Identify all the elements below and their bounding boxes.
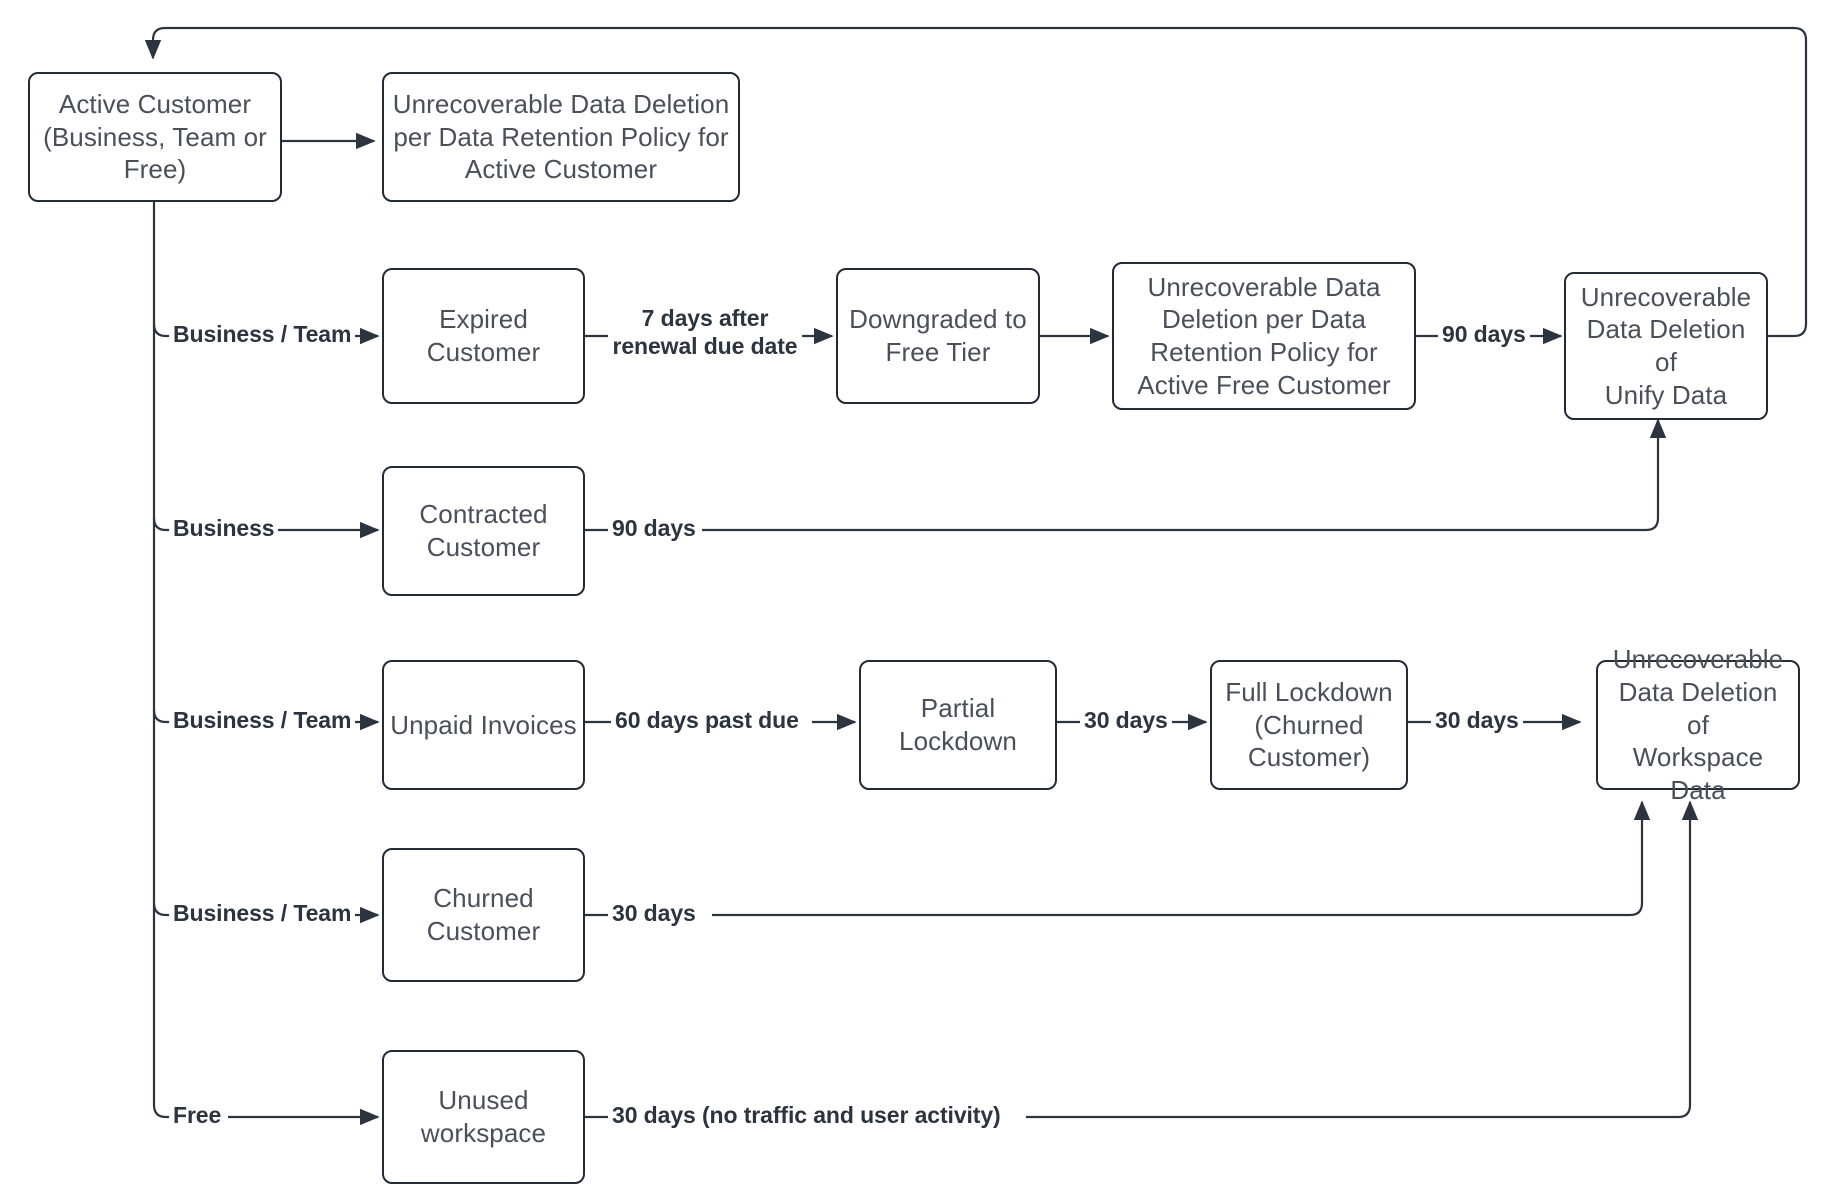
edge-label-unpaid-to-partial: 60 days past due bbox=[611, 707, 803, 734]
edge-label-branch-contracted: Business bbox=[169, 515, 279, 542]
edge-unused-to-workspace-arrow bbox=[1026, 800, 1699, 1119]
node-label: Unrecoverable Data Deletion of Workspace… bbox=[1612, 644, 1784, 806]
edge-churned-to-workspace-arrow bbox=[712, 800, 1651, 917]
edge-contracted-to-unify-arrow bbox=[702, 418, 1667, 532]
edge-spine bbox=[152, 202, 178, 1119]
node-label: Unpaid Invoices bbox=[390, 709, 577, 740]
edge-label-line-2: renewal due date bbox=[612, 333, 798, 360]
edge-label-line-1: 7 days after bbox=[641, 305, 769, 331]
node-unused-workspace[interactable]: Unused workspace bbox=[382, 1050, 585, 1184]
node-unpaid-invoices[interactable]: Unpaid Invoices bbox=[382, 660, 585, 790]
edge-label-full-to-workspace: 30 days bbox=[1431, 707, 1523, 734]
edge-label-expired-to-downgraded: 7 days after renewal due date bbox=[608, 304, 802, 361]
node-label: Expired Customer bbox=[426, 304, 541, 367]
edge-label-branch-expired: Business / Team bbox=[169, 321, 356, 348]
edge-label-churned-to-workspace: 30 days bbox=[608, 900, 700, 927]
node-label: Churned Customer bbox=[426, 883, 541, 946]
node-label: Contracted Customer bbox=[419, 499, 548, 562]
edge-label-branch-unpaid: Business / Team bbox=[169, 707, 356, 734]
node-full-lockdown-churned-customer[interactable]: Full Lockdown (Churned Customer) bbox=[1210, 660, 1408, 790]
edge-branch-unpaid bbox=[152, 709, 178, 724]
edge-label-branch-churned: Business / Team bbox=[169, 900, 356, 927]
node-label: Unused workspace bbox=[420, 1085, 547, 1148]
node-label: Unrecoverable Data Deletion of Unify Dat… bbox=[1580, 281, 1752, 410]
node-label: Downgraded to Free Tier bbox=[849, 304, 1027, 367]
edge-label-branch-unused: Free bbox=[169, 1102, 226, 1129]
edge-label-unused-to-workspace: 30 days (no traffic and user activity) bbox=[608, 1102, 1005, 1129]
node-downgraded-to-free-tier[interactable]: Downgraded to Free Tier bbox=[836, 268, 1040, 404]
node-unrecoverable-deletion-unify-data[interactable]: Unrecoverable Data Deletion of Unify Dat… bbox=[1564, 272, 1768, 420]
node-unrecoverable-deletion-active-free-customer[interactable]: Unrecoverable Data Deletion per Data Ret… bbox=[1112, 262, 1416, 410]
edge-branch-contracted bbox=[152, 517, 178, 532]
node-active-customer[interactable]: Active Customer (Business, Team or Free) bbox=[28, 72, 282, 202]
node-label: Active Customer (Business, Team or Free) bbox=[43, 88, 267, 185]
node-label: Unrecoverable Data Deletion per Data Ret… bbox=[392, 88, 730, 185]
node-unrecoverable-deletion-active-customer[interactable]: Unrecoverable Data Deletion per Data Ret… bbox=[382, 72, 740, 202]
node-unrecoverable-deletion-workspace-data[interactable]: Unrecoverable Data Deletion of Workspace… bbox=[1596, 644, 1800, 805]
node-label: Full Lockdown (Churned Customer) bbox=[1225, 676, 1393, 773]
node-churned-customer[interactable]: Churned Customer bbox=[382, 848, 585, 982]
edge-branch-churned bbox=[152, 902, 178, 917]
node-partial-lockdown[interactable]: Partial Lockdown bbox=[859, 660, 1057, 790]
edge-unify-loopback bbox=[144, 26, 1808, 338]
node-expired-customer[interactable]: Expired Customer bbox=[382, 268, 585, 404]
edge-branch-expired bbox=[152, 323, 178, 338]
edge-label-contracted-to-unify: 90 days bbox=[608, 515, 700, 542]
edge-label-unrecfree-to-unify: 90 days bbox=[1438, 321, 1530, 348]
node-label: Unrecoverable Data Deletion per Data Ret… bbox=[1137, 271, 1391, 400]
edge-label-partial-to-full: 30 days bbox=[1080, 707, 1172, 734]
node-label: Partial Lockdown bbox=[899, 693, 1017, 756]
node-contracted-customer[interactable]: Contracted Customer bbox=[382, 466, 585, 596]
